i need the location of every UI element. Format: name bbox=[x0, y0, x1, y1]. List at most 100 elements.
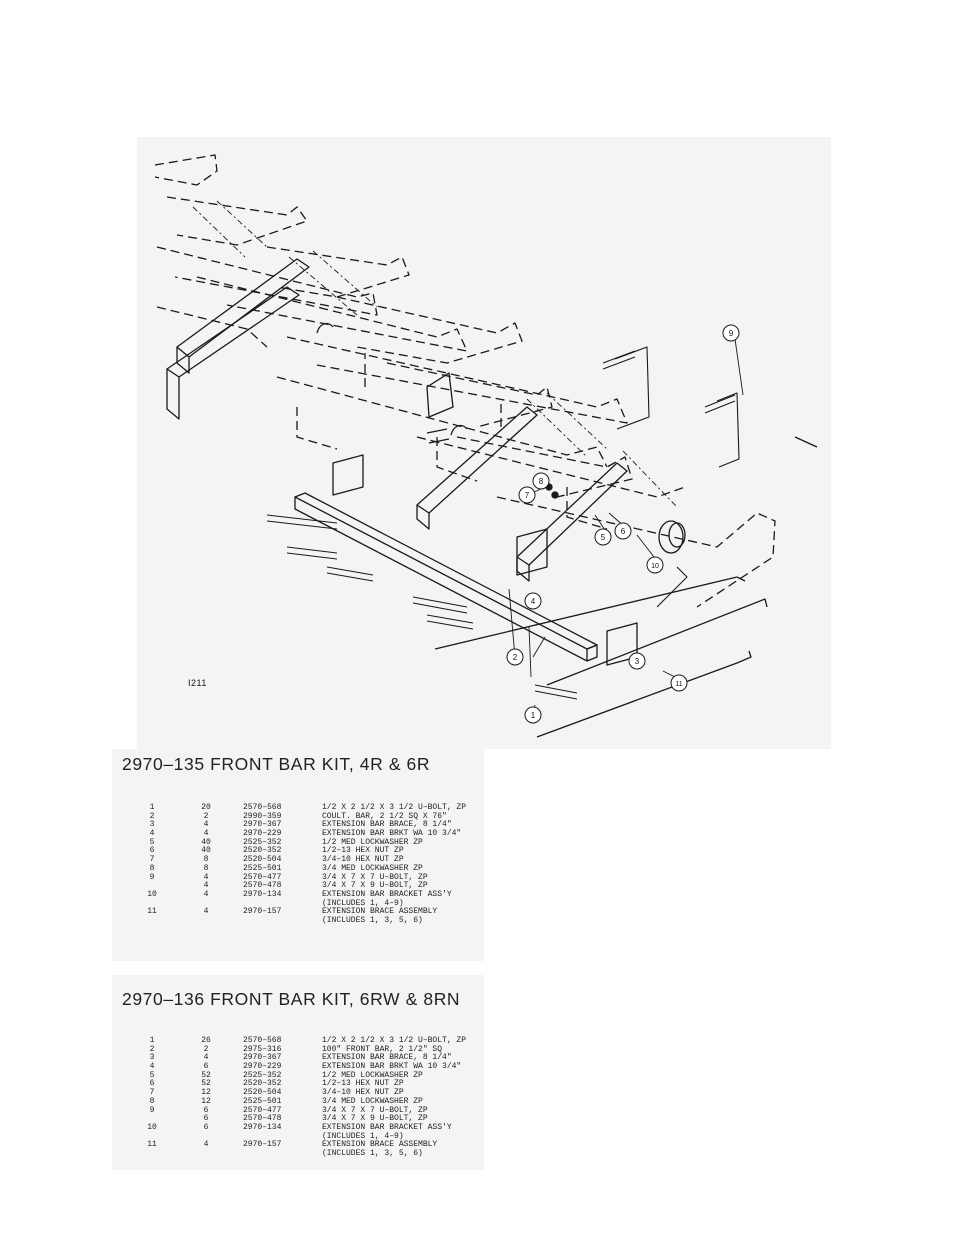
parts-row: 10 4 2970–134 EXTENSION BAR BRACKET ASS'Y bbox=[112, 889, 484, 900]
item-number: 2 bbox=[149, 811, 155, 821]
part-number: 2525–352 bbox=[243, 837, 282, 847]
callout-label: 5 bbox=[601, 533, 606, 542]
kit-title: 2970–135 FRONT BAR KIT, 4R & 6R bbox=[122, 754, 431, 774]
part-number: 2975–316 bbox=[243, 1044, 282, 1054]
description: (INCLUDES 1, 3, 5, 6) bbox=[322, 1148, 423, 1158]
u-bolts bbox=[266, 346, 740, 700]
callout-9: 9 bbox=[722, 324, 740, 342]
description: 3/4–10 HEX NUT ZP bbox=[322, 1088, 404, 1098]
parts-row: 9 6 2570–477 3/4 X 7 X 7 U–BOLT, ZP bbox=[112, 1105, 484, 1116]
item-number: 5 bbox=[149, 837, 155, 847]
parts-row: (INCLUDES 1, 3, 5, 6) bbox=[112, 916, 484, 926]
part-number: 2970–229 bbox=[243, 1062, 282, 1072]
description: EXTENSION BRACE ASSEMBLY bbox=[322, 907, 438, 917]
parts-row: (INCLUDES 1, 4–9) bbox=[112, 898, 484, 909]
item-number: 10 bbox=[147, 889, 157, 899]
callout-3: 3 bbox=[628, 652, 646, 670]
part-number: 2570–478 bbox=[243, 881, 282, 891]
description: 3/4 X 7 X 7 U–BOLT, ZP bbox=[322, 1105, 428, 1115]
existing-frame bbox=[154, 154, 776, 608]
quantity: 4 bbox=[203, 889, 209, 899]
tool-bars bbox=[166, 258, 628, 582]
item-number: 9 bbox=[149, 872, 155, 882]
quantity: 2 bbox=[203, 811, 209, 821]
description: EXTENSION BAR BRKT WA 10 3/4" bbox=[322, 829, 462, 839]
part-number: 2570–568 bbox=[243, 1036, 282, 1045]
description: EXTENSION BAR BRACE, 8 1/4" bbox=[322, 1053, 452, 1063]
callout-11: 11 bbox=[670, 674, 688, 692]
callout-label: 1 bbox=[531, 711, 536, 720]
callout-1: 1 bbox=[524, 706, 542, 724]
description: EXTENSION BAR BRACE, 8 1/4" bbox=[322, 820, 452, 830]
quantity: 12 bbox=[201, 1088, 211, 1098]
description: 3/4 MED LOCKWASHER ZP bbox=[322, 863, 423, 873]
quantity: 4 bbox=[203, 820, 209, 830]
item-number: 2 bbox=[149, 1044, 155, 1054]
description: 3/4 MED LOCKWASHER ZP bbox=[322, 1096, 423, 1106]
callout-7: 7 bbox=[518, 486, 536, 504]
description: COULT. BAR, 2 1/2 SQ X 76" bbox=[322, 811, 447, 821]
description: 3/4–10 HEX NUT ZP bbox=[322, 855, 404, 865]
item-number: 4 bbox=[149, 1062, 155, 1072]
description: EXTENSION BAR BRACKET ASS'Y bbox=[322, 889, 452, 899]
part-number: 2970–134 bbox=[243, 889, 282, 899]
item-number: 10 bbox=[147, 1122, 157, 1132]
description: (INCLUDES 1, 4–9) bbox=[322, 898, 404, 908]
description: 100" FRONT BAR, 2 1/2" SQ bbox=[322, 1044, 443, 1054]
part-number: 2570–477 bbox=[243, 872, 282, 882]
quantity: 4 bbox=[203, 872, 209, 882]
callout-label: 10 bbox=[651, 563, 659, 570]
callout-label: 6 bbox=[621, 527, 626, 536]
parts-row: 9 4 2570–477 3/4 X 7 X 7 U–BOLT, ZP bbox=[112, 872, 484, 883]
extension-brace-lines bbox=[434, 436, 818, 738]
description: EXTENSION BAR BRACKET ASS'Y bbox=[322, 1122, 452, 1132]
part-number: 2570–568 bbox=[243, 803, 282, 812]
part-number: 2970–134 bbox=[243, 1122, 282, 1132]
part-number: 2520–352 bbox=[243, 846, 282, 856]
description: 1/2 X 2 1/2 X 3 1/2 U–BOLT, ZP bbox=[322, 803, 467, 812]
quantity: 12 bbox=[201, 1096, 211, 1106]
part-number: 2970–367 bbox=[243, 820, 282, 830]
description: 1/2–13 HEX NUT ZP bbox=[322, 846, 404, 856]
description: 1/2 X 2 1/2 X 3 1/2 U–BOLT, ZP bbox=[322, 1036, 467, 1045]
part-number: 2990–359 bbox=[243, 811, 282, 821]
quantity: 40 bbox=[201, 846, 211, 856]
item-number: 7 bbox=[149, 855, 155, 865]
callout-5: 5 bbox=[594, 528, 612, 546]
callout-6: 6 bbox=[614, 522, 632, 540]
quantity: 4 bbox=[203, 1053, 209, 1063]
callout-label: 11 bbox=[675, 681, 682, 688]
callout-label: 3 bbox=[635, 657, 640, 666]
part-number: 2520–504 bbox=[243, 855, 282, 865]
quantity: 26 bbox=[201, 1036, 211, 1045]
description: EXTENSION BRACE ASSEMBLY bbox=[322, 1140, 438, 1150]
callout-label: 8 bbox=[539, 477, 544, 486]
quantity: 52 bbox=[201, 1079, 211, 1089]
callout-8: 8 bbox=[532, 472, 550, 490]
parts-row: (INCLUDES 1, 4–9) bbox=[112, 1132, 484, 1142]
description: 3/4 X 7 X 7 U–BOLT, ZP bbox=[322, 872, 428, 882]
part-number: 2520–352 bbox=[243, 1079, 282, 1089]
quantity: 6 bbox=[203, 1062, 209, 1072]
callout-label: 7 bbox=[525, 491, 530, 500]
part-number: 2970–367 bbox=[243, 1053, 282, 1063]
part-number: 2525–501 bbox=[243, 1096, 282, 1106]
drawing-code: I211 bbox=[188, 678, 207, 688]
part-number: 2570–477 bbox=[243, 1105, 282, 1115]
description: 1/2–13 HEX NUT ZP bbox=[322, 1079, 404, 1089]
item-number: 9 bbox=[149, 1105, 155, 1115]
quantity: 6 bbox=[203, 1105, 209, 1115]
item-number: 5 bbox=[149, 1070, 155, 1080]
parts-row: 2 2 2990–359 COULT. BAR, 2 1/2 SQ X 76" bbox=[112, 811, 484, 822]
